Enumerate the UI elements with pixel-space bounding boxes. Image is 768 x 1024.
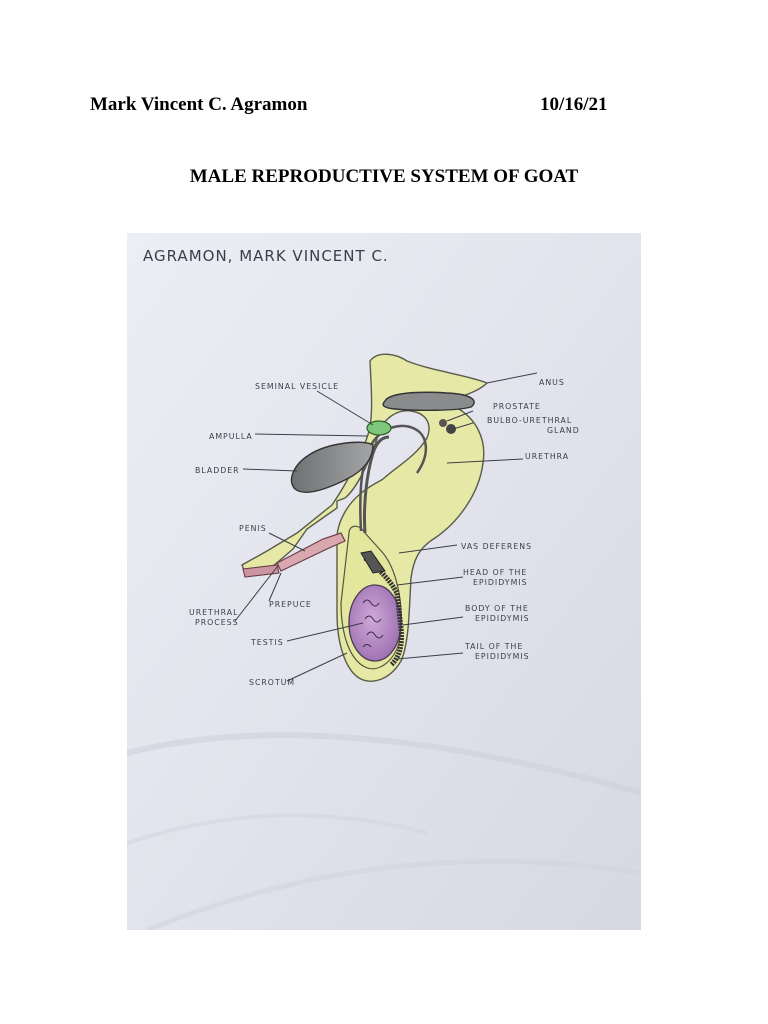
- leader-lines: [234, 372, 538, 682]
- epididymis: [363, 556, 404, 667]
- seminiferous-tubules: [362, 599, 384, 648]
- anus-rectum: [382, 391, 475, 412]
- testis: [348, 584, 402, 662]
- paper-crease: [146, 858, 641, 930]
- vas-deferens: [362, 435, 390, 534]
- label-ampulla: AMPULLA: [209, 432, 253, 441]
- label-body-epididymis-line1: BODY OF THE: [465, 604, 529, 613]
- label-urethra: URETHRA: [525, 452, 569, 461]
- diagram-photo: AGRAMON, MARK VINCENT C.: [127, 233, 641, 930]
- author-name: Mark Vincent C. Agramon: [90, 94, 308, 115]
- label-vas-deferens: VAS DEFERENS: [461, 542, 532, 551]
- label-bulbo-urethral-line2: GLAND: [547, 426, 580, 435]
- prostate: [439, 419, 447, 427]
- label-penis: PENIS: [239, 524, 267, 533]
- document-title: MALE REPRODUCTIVE SYSTEM OF GOAT: [189, 166, 579, 187]
- paper-crease: [127, 732, 641, 796]
- label-bulbo-urethral-line1: BULBO-URETHRAL: [487, 416, 572, 425]
- label-body-epididymis-line2: EPIDIDYMIS: [475, 614, 530, 623]
- handwritten-name: AGRAMON, MARK VINCENT C.: [143, 247, 389, 265]
- goat-reproductive-diagram: AGRAMON, MARK VINCENT C.: [127, 233, 641, 930]
- label-prostate: PROSTATE: [493, 402, 541, 411]
- label-anus: ANUS: [539, 378, 565, 387]
- penis: [276, 532, 346, 572]
- label-urethral-process-line1: URETHRAL: [189, 608, 238, 617]
- label-tail-epididymis-line2: EPIDIDYMIS: [475, 652, 530, 661]
- label-tail-epididymis-line1: TAIL OF THE: [464, 642, 523, 651]
- label-bladder: BLADDER: [195, 466, 240, 475]
- epididymis-head: [360, 550, 386, 574]
- label-seminal-vesicle: SEMINAL VESICLE: [255, 382, 339, 391]
- label-head-epididymis-line1: HEAD OF THE: [463, 568, 527, 577]
- paper-crease: [127, 813, 428, 845]
- bladder: [290, 441, 374, 493]
- document-date: 10/16/21: [540, 94, 608, 115]
- prepuce: [242, 564, 280, 578]
- bulbourethral-gland: [446, 424, 456, 434]
- label-urethral-process-line2: PROCESS: [195, 618, 239, 627]
- label-prepuce: PREPUCE: [269, 600, 312, 609]
- label-head-epididymis-line2: EPIDIDYMIS: [473, 578, 528, 587]
- label-testis: TESTIS: [250, 638, 284, 647]
- label-scrotum: SCROTUM: [249, 678, 295, 687]
